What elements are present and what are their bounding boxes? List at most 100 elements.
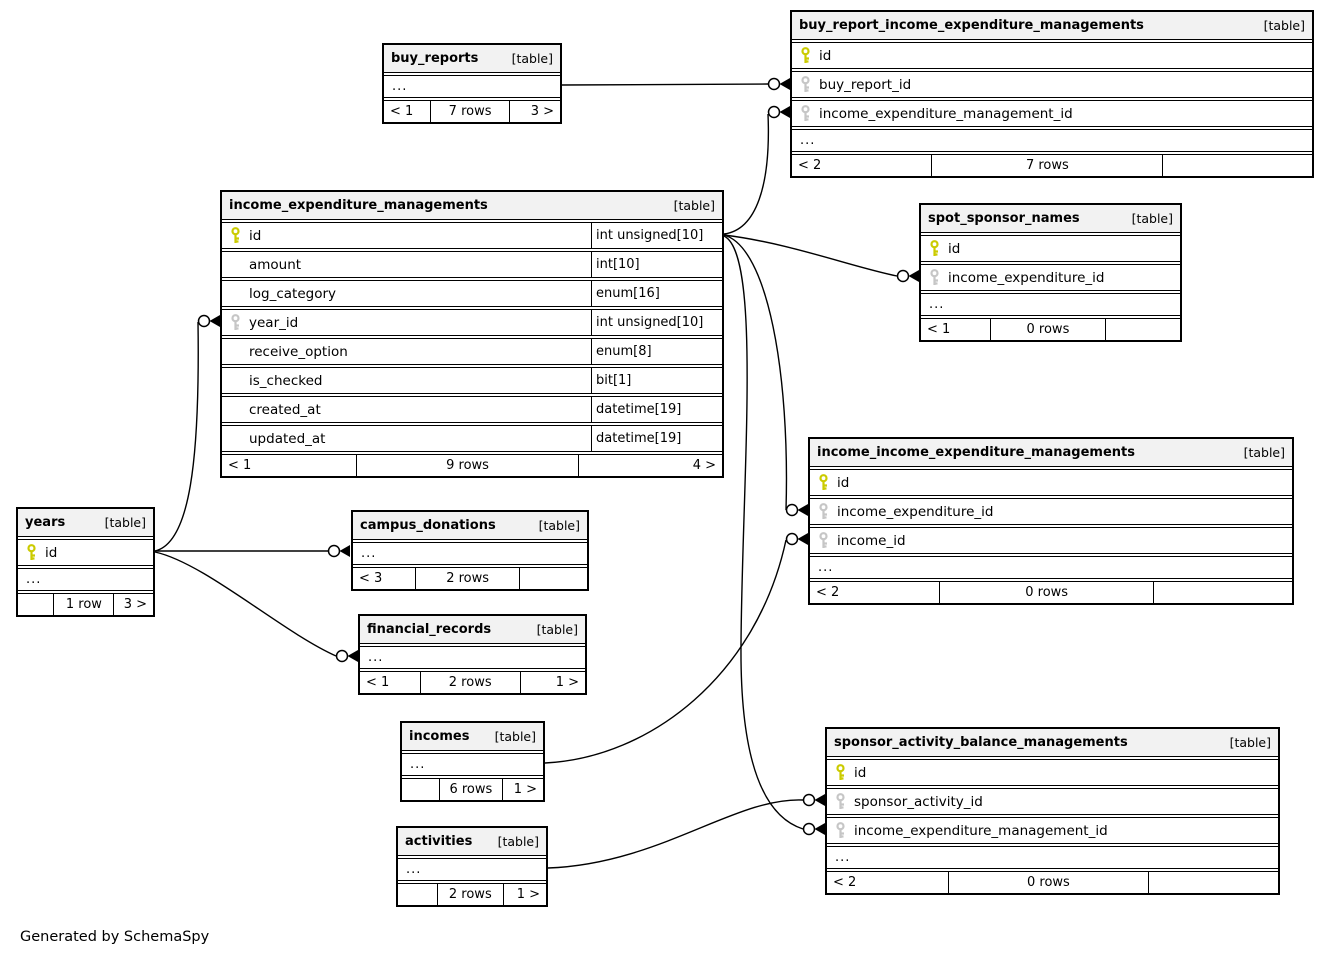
column-row-id[interactable]: id	[810, 469, 1292, 496]
column-row-income_expenditure_id[interactable]: income_expenditure_id	[921, 264, 1180, 291]
relationship-buy_reports->buy_report_income_expenditure_managements.buy_report_id	[561, 77, 790, 91]
table-type-tag: [table]	[511, 51, 553, 66]
primary-key-icon	[222, 227, 248, 244]
foreign-key-icon	[810, 503, 836, 520]
table-sponsor_activity_balance_managements[interactable]: sponsor_activity_balance_managements[tab…	[825, 727, 1280, 895]
footer-child-count: 1 >	[555, 675, 579, 690]
column-name: amount	[249, 256, 302, 273]
footer-parent-count: < 2	[810, 582, 941, 603]
footer-child-count	[1154, 582, 1292, 603]
primary-key-icon	[921, 240, 947, 257]
footer-parent-count	[402, 779, 441, 800]
relationship-years.id->income_expenditure_managements.year_id	[154, 314, 220, 552]
table-header[interactable]: campus_donations[table]	[353, 512, 587, 540]
table-name: activities	[405, 834, 473, 849]
footer-child-count	[520, 568, 587, 589]
column-name: id	[854, 764, 867, 781]
column-name: income_id	[837, 532, 906, 549]
table-type-tag: [table]	[673, 198, 715, 213]
column-row-id[interactable]: id	[827, 759, 1278, 786]
column-row-sponsor_activity_id[interactable]: sponsor_activity_id	[827, 788, 1278, 815]
table-type-tag: [table]	[104, 515, 146, 530]
more-columns-ellipsis: ...	[810, 556, 1292, 579]
foreign-key-icon	[827, 793, 853, 810]
relationship-activities->sponsor_activity_balance_managements.sponsor_activity_id	[547, 793, 825, 869]
column-type: bit[1]	[591, 368, 722, 393]
footer-child-count: 3 >	[530, 104, 554, 119]
table-header[interactable]: sponsor_activity_balance_managements[tab…	[827, 729, 1278, 757]
table-header[interactable]: income_expenditure_managements[table]	[222, 192, 722, 220]
primary-key-icon	[18, 544, 44, 561]
column-name: updated_at	[249, 430, 326, 447]
generated-by-note: Generated by SchemaSpy	[20, 929, 210, 945]
relationship-income_expenditure_managements.id->income_income_expenditure_managements.income_expenditure_id	[723, 234, 808, 517]
footer-child-count: 3 >	[123, 597, 147, 612]
footer-row-count: 2 rows	[438, 884, 504, 905]
column-row-income_expenditure_id[interactable]: income_expenditure_id	[810, 498, 1292, 525]
table-name: financial_records	[367, 622, 492, 637]
column-row-buy_report_id[interactable]: buy_report_id	[792, 71, 1312, 98]
table-header[interactable]: incomes[table]	[402, 723, 543, 751]
table-type-tag: [table]	[497, 834, 539, 849]
column-row-id[interactable]: id	[921, 235, 1180, 262]
footer-parent-count: < 1	[222, 455, 357, 476]
column-name: receive_option	[249, 343, 348, 360]
table-header[interactable]: activities [table]	[398, 828, 546, 856]
column-name: is_checked	[249, 372, 323, 389]
table-header[interactable]: spot_sponsor_names[table]	[921, 205, 1180, 233]
table-header[interactable]: income_income_expenditure_managements[ta…	[810, 439, 1292, 467]
footer-parent-count: < 1	[384, 101, 432, 122]
column-row-income_expenditure_management_id[interactable]: income_expenditure_management_id	[792, 100, 1312, 127]
column-row-amount[interactable]: amount int[10]	[222, 251, 722, 278]
footer-row-count: 0 rows	[991, 319, 1106, 340]
relationship-years.id->financial_records	[154, 551, 358, 663]
more-columns-ellipsis: ...	[398, 858, 546, 881]
more-columns-ellipsis: ...	[18, 568, 153, 591]
column-row-is_checked[interactable]: is_checked bit[1]	[222, 367, 722, 394]
column-row-income_expenditure_management_id[interactable]: income_expenditure_management_id	[827, 817, 1278, 844]
footer-parent-count: < 2	[792, 155, 933, 176]
table-header[interactable]: financial_records[table]	[360, 616, 585, 644]
column-name: buy_report_id	[819, 76, 912, 93]
table-income_income_expenditure_managements[interactable]: income_income_expenditure_managements[ta…	[808, 437, 1294, 605]
column-row-id[interactable]: id	[792, 42, 1312, 69]
column-row-income_id[interactable]: income_id	[810, 527, 1292, 554]
table-activities[interactable]: activities [table]... 2 rows 1 >	[396, 826, 548, 907]
table-header[interactable]: buy_report_income_expenditure_management…	[792, 12, 1312, 40]
table-buy_report_income_expenditure_managements[interactable]: buy_report_income_expenditure_management…	[790, 10, 1314, 178]
foreign-key-icon	[222, 314, 248, 331]
more-columns-ellipsis: ...	[384, 75, 560, 98]
more-columns-ellipsis: ...	[921, 293, 1180, 316]
footer-parent-count	[398, 884, 438, 905]
footer-child-count: 1 >	[516, 887, 540, 902]
footer-parent-count: < 3	[353, 568, 417, 589]
footer-child-count	[1149, 872, 1278, 893]
table-type-tag: [table]	[1131, 211, 1173, 226]
relationship-income_expenditure_managements.id->buy_report_income_expenditure_managements.income_expenditure_management_id	[723, 105, 790, 235]
footer-parent-count: < 2	[827, 872, 949, 893]
table-header[interactable]: years[table]	[18, 509, 153, 537]
more-columns-ellipsis: ...	[360, 646, 585, 669]
footer-row-count: 9 rows	[357, 455, 580, 476]
column-row-id[interactable]: id	[18, 539, 153, 566]
table-type-tag: [table]	[1263, 18, 1305, 33]
table-header[interactable]: buy_reports[table]	[384, 45, 560, 73]
column-type: int[10]	[591, 252, 722, 277]
